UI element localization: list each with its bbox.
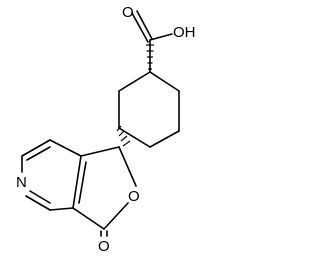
bond-py-1 [72,155,82,209]
bond-cy-6 [118,71,151,92]
bond-cooh-c-oh [149,33,173,41]
bond-cooh-c-o-double-b [136,10,153,40]
hashed-wedge-spiro [116,125,131,147]
bond-py-5b [29,190,51,204]
structure-diagram: O OH O O N [16,4,196,255]
atom-label-ring-oxygen: O [128,188,140,205]
atom-label-lactone-oxygen: O [98,238,110,255]
molecule-drawing: O OH O O N [16,4,196,255]
bond-py-2 [49,139,82,157]
bond-carbonyl-aryl [72,207,105,230]
bond-py-3 [21,139,51,157]
atom-label-hydroxyl: OH [173,24,196,41]
bond-spiro-to-aryl [80,146,120,157]
bond-cy-1 [149,71,180,92]
bond-py-5 [25,195,51,211]
bond-cy-3 [149,130,180,148]
bond-py-3b [26,146,51,161]
bond-py-6 [49,207,74,211]
hashed-wedge-top [146,44,154,70]
bond-cooh-c-o-double-a [131,12,149,43]
atom-label-carboxyl-oxygen: O [122,4,134,21]
bond-o-carbonyl [103,202,129,230]
atom-label-pyridine-nitrogen: N [16,174,27,191]
bond-spiro-to-ring-o [118,146,137,187]
bond-py-1b [78,161,87,204]
